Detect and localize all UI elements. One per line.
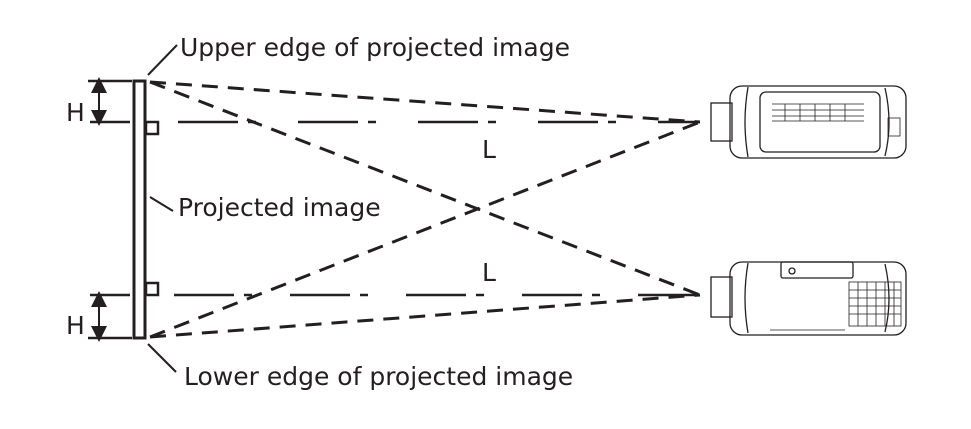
leader-upper-edge	[147, 44, 178, 76]
height-dimension-top	[88, 77, 132, 126]
height-label-top: H	[66, 98, 85, 127]
upper-edge-label: Upper edge of projected image	[180, 33, 570, 62]
ray-top-projector-upper	[149, 80, 701, 124]
lower-edge-label: Lower edge of projected image	[184, 362, 573, 391]
right-angle-marker-bottom	[144, 281, 160, 297]
height-dimension-bottom	[88, 291, 132, 342]
ray-top-projector-lower	[149, 120, 701, 339]
leader-projected-image	[149, 196, 174, 212]
projection-screen	[132, 79, 147, 340]
ray-bottom-projector-upper	[149, 80, 701, 297]
projector-bottom-icon	[710, 261, 907, 336]
distance-label-bottom: L	[482, 258, 496, 287]
ray-bottom-projector-lower	[149, 293, 701, 339]
leader-lower-edge	[147, 343, 177, 373]
projector-top-icon	[710, 85, 907, 159]
projected-image-label: Projected image	[178, 193, 381, 222]
right-angle-marker-top	[144, 120, 160, 136]
distance-label-top: L	[482, 135, 496, 164]
height-label-bottom: H	[66, 311, 85, 340]
